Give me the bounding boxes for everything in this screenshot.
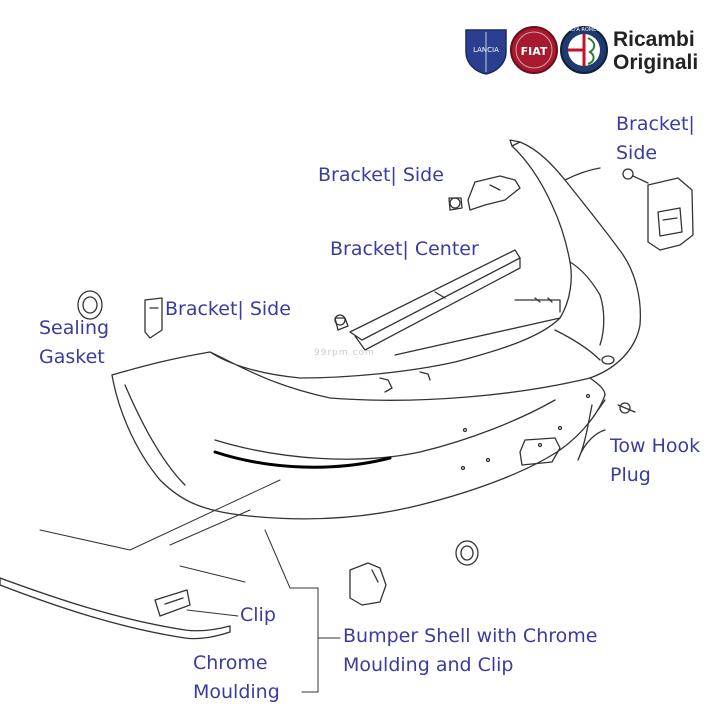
label-chrome-moulding: Chrome Moulding (193, 652, 280, 703)
clip-part (154, 589, 191, 617)
grommet-part (455, 540, 479, 566)
chrome-moulding-part (0, 577, 231, 640)
bumper-clip-part (519, 437, 561, 466)
label-bracket-side-right: Bracket| Side (616, 113, 695, 164)
label-bracket-center: Bracket| Center (330, 238, 479, 260)
tow-cap-part (349, 562, 387, 606)
bracket-center-part (334, 249, 521, 351)
bracket-side-right-part (622, 168, 694, 251)
tow-hook-plug-part (577, 399, 636, 461)
bracket-side-left-part (144, 297, 163, 339)
watermark: 99rpm.com (314, 348, 375, 358)
label-bumper-shell: Bumper Shell with Chrome Moulding and Cl… (343, 625, 598, 676)
bumper-shell (111, 139, 642, 520)
label-sealing-gasket: Sealing Gasket (39, 317, 110, 368)
label-bracket-side-left: Bracket| Side (165, 298, 291, 320)
label-clip: Clip (240, 604, 276, 626)
brand-title: Ricambi Originali (613, 28, 699, 74)
lancia-logo-text: LANCIA (473, 46, 499, 54)
sealing-gasket-part (77, 290, 103, 320)
fiat-logo: FIAT (510, 26, 558, 74)
lancia-logo: LANCIA (465, 29, 507, 75)
label-tow-hook-plug: Tow Hook Plug (610, 435, 701, 486)
fiat-logo-text: FIAT (521, 45, 548, 58)
label-bracket-side-top: Bracket| Side (318, 164, 444, 186)
chrome-strip (213, 450, 392, 469)
alfa-romeo-logo-text: ALFA ROMEO (568, 27, 601, 33)
bracket-side-top-part (448, 175, 521, 211)
leader-lines (39, 479, 341, 693)
alfa-romeo-logo: ALFA ROMEO (560, 26, 608, 74)
brand-logos: LANCIA FIAT ALFA ROMEO (465, 26, 608, 75)
